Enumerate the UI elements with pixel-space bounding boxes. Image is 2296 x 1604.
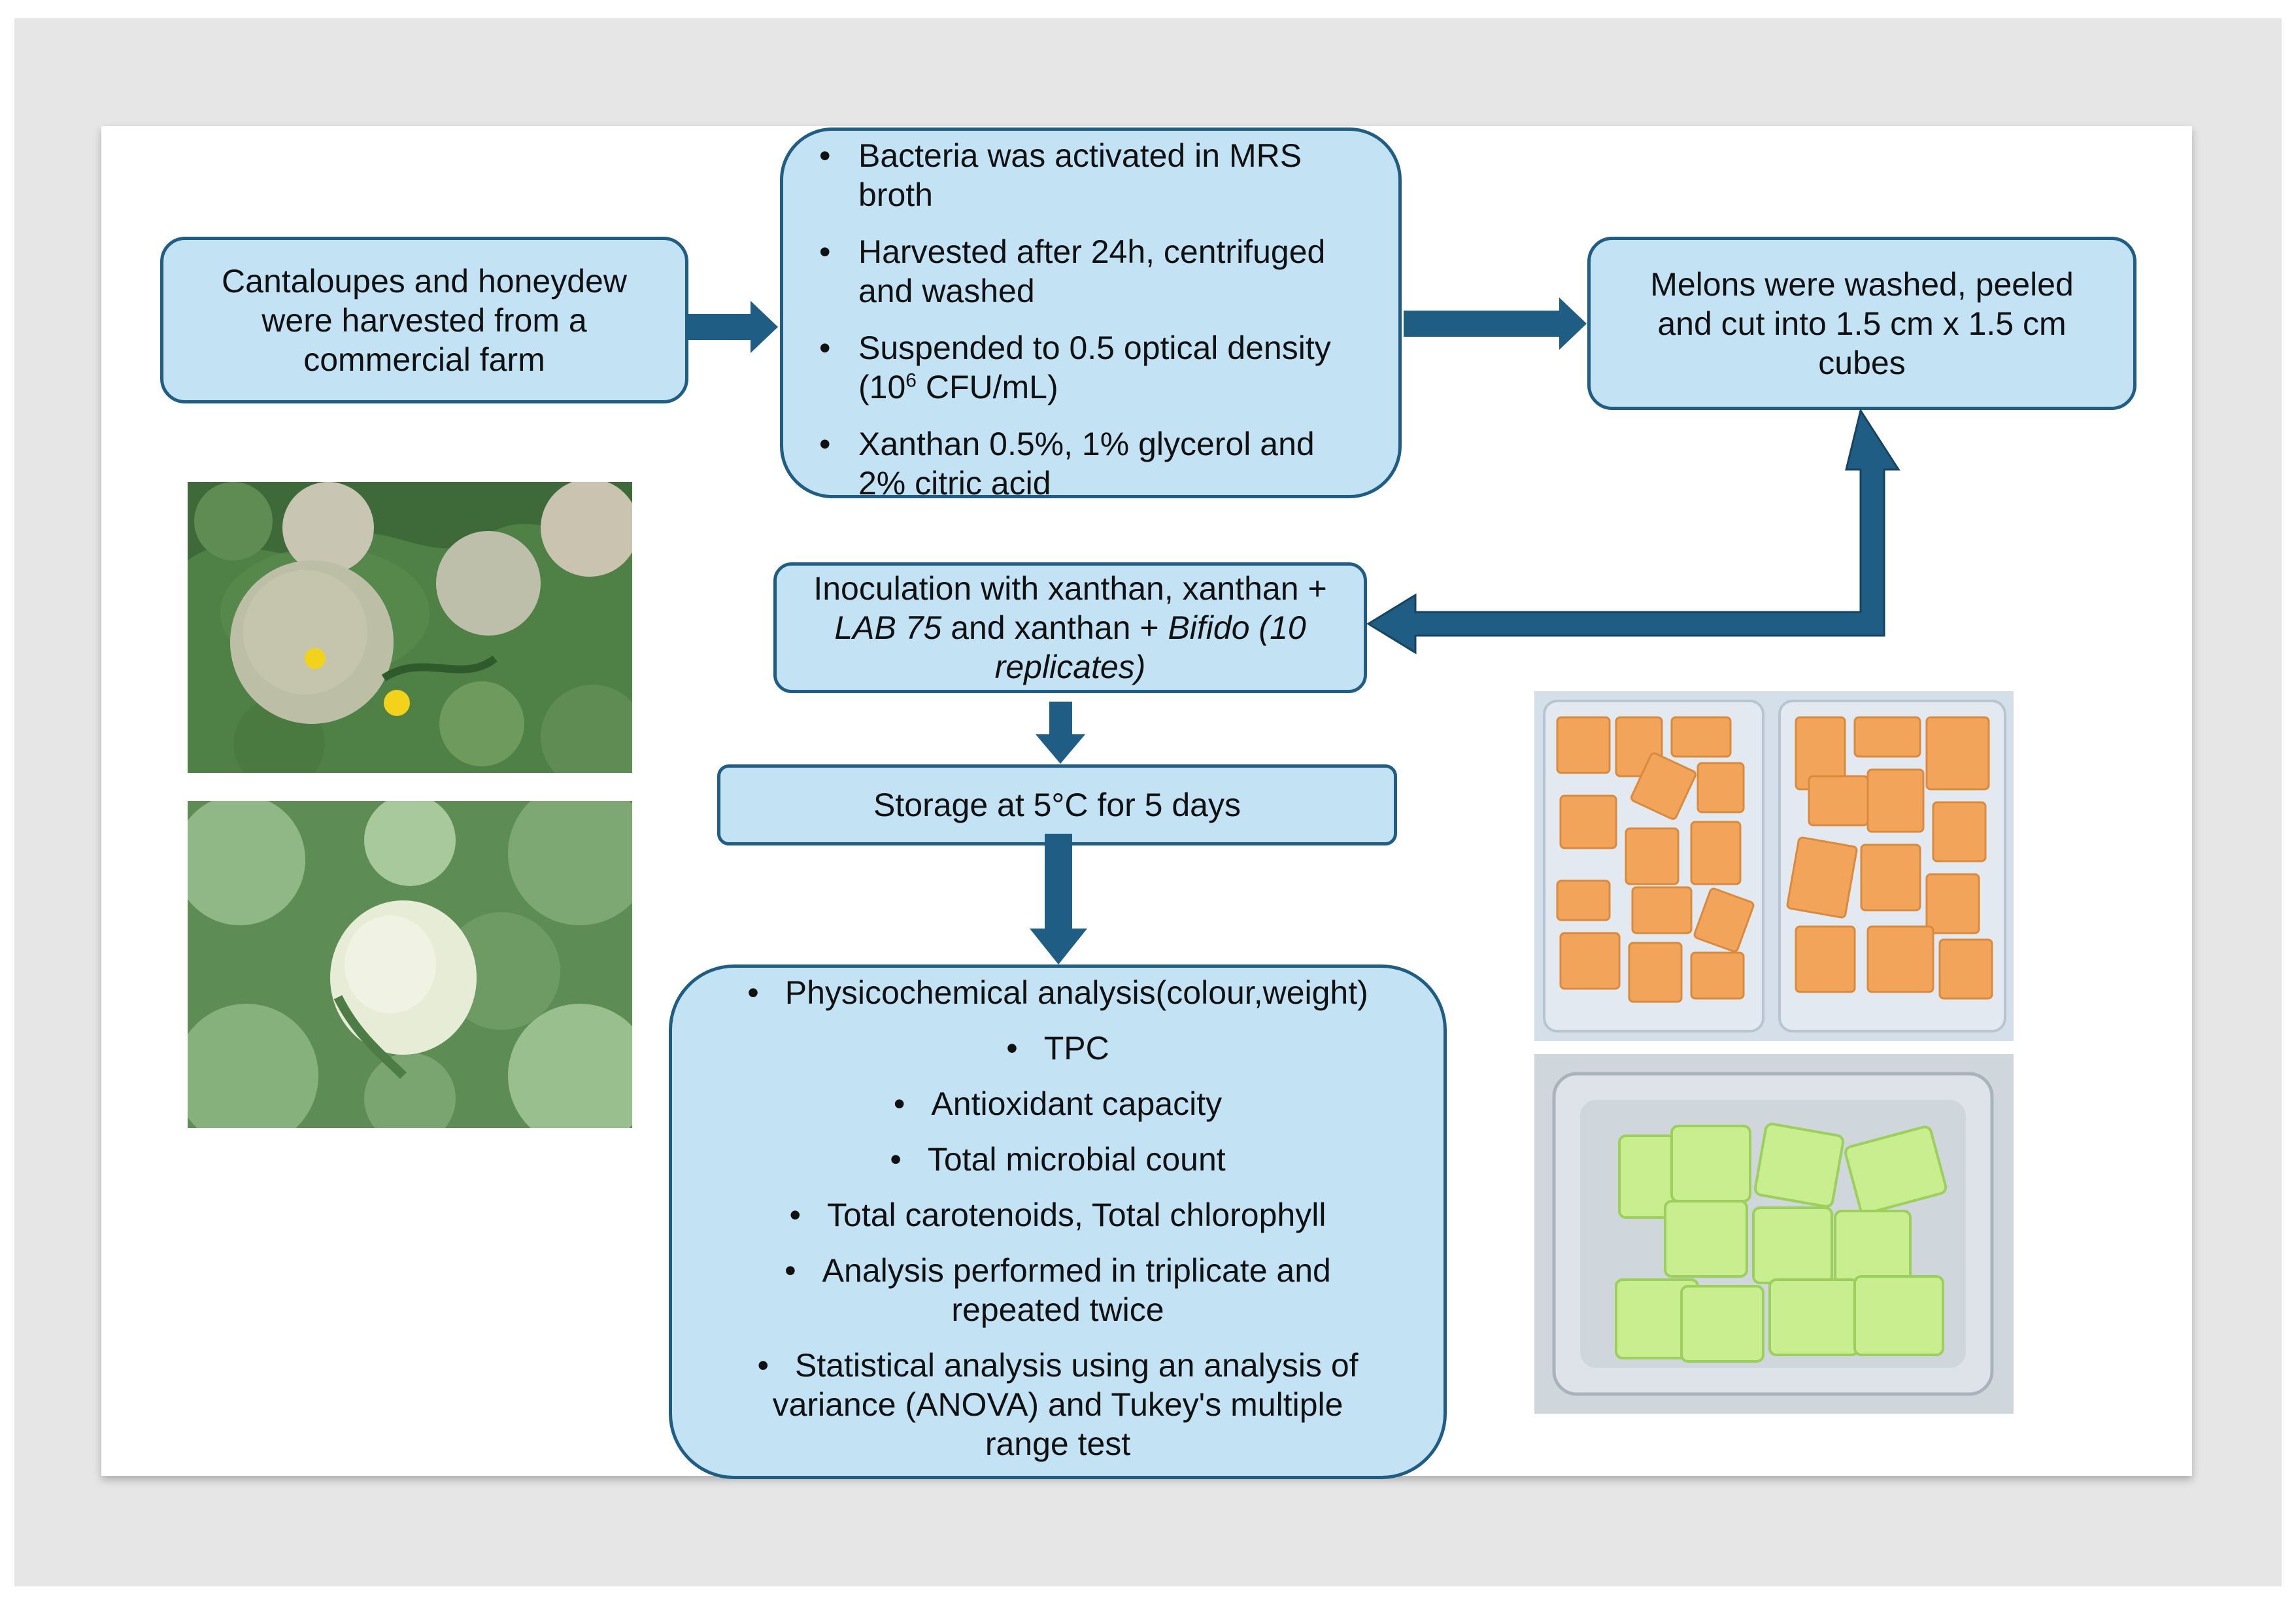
analysis-item-pigments: •Total carotenoids, Total chlorophyll — [789, 1197, 1326, 1233]
bacteria-step-harvest: Harvested after 24h, centrifuged and was… — [783, 232, 1398, 311]
honeydew-field-photo — [188, 801, 632, 1128]
bacteria-step-list: Bacteria was activated in MRS broth Harv… — [783, 136, 1398, 503]
inoculation-line-3: replicates) — [994, 649, 1146, 685]
analysis-item-statistics: •Statistical analysis using an analysis … — [757, 1347, 1359, 1462]
harvest-line-1: Cantaloupes and honeydew — [222, 262, 627, 299]
arrow-harvest-to-bacteria — [688, 301, 778, 353]
inoculation-box: Inoculation with xanthan, xanthan + LAB … — [773, 562, 1367, 693]
honeydew-cubes-photo — [1534, 1054, 2014, 1414]
bacteria-step-suspension: Suspended to 0.5 optical density (106 CF… — [783, 328, 1398, 407]
cantaloupe-cubes-photo — [1534, 691, 2014, 1041]
analysis-item-tpc: •TPC — [1006, 1030, 1109, 1066]
melon-prep-box: Melons were washed, peeled and cut into … — [1587, 237, 2136, 410]
bifido-label: Bifido (10 — [1168, 609, 1306, 646]
harvest-box: Cantaloupes and honeydew were harvested … — [160, 237, 688, 403]
storage-text: Storage at 5°C for 5 days — [873, 787, 1241, 823]
arrow-prep-to-inoculation — [1366, 408, 1900, 655]
arrow-storage-to-analysis — [1030, 834, 1087, 964]
arrow-inoculation-to-storage — [1036, 702, 1085, 764]
analysis-box: •Physicochemical analysis(colour,weight)… — [669, 964, 1447, 1479]
prep-line-2: and cut into 1.5 cm x 1.5 cm — [1657, 305, 2067, 342]
inoculation-line-1: Inoculation with xanthan, xanthan + — [813, 570, 1327, 607]
harvest-line-2: were harvested from a — [262, 301, 587, 339]
lab75-label: LAB 75 — [834, 609, 942, 646]
prep-line-3: cubes — [1818, 344, 1906, 381]
arrow-bacteria-to-prep — [1404, 298, 1587, 350]
cantaloupe-field-photo — [188, 482, 632, 773]
analysis-item-physicochemical: •Physicochemical analysis(colour,weight) — [747, 974, 1368, 1011]
prep-line-1: Melons were washed, peeled — [1650, 265, 2074, 303]
analysis-item-antioxidant: •Antioxidant capacity — [893, 1085, 1223, 1122]
bacteria-prep-box: Bacteria was activated in MRS broth Harv… — [780, 128, 1402, 502]
analysis-item-microbial: •Total microbial count — [890, 1141, 1226, 1178]
harvest-line-3: commercial farm — [303, 341, 545, 378]
inoculation-line-2: LAB 75 and xanthan + Bifido (10 — [834, 609, 1306, 646]
exponent: 6 — [905, 369, 917, 392]
bacteria-step-coating: Xanthan 0.5%, 1% glycerol and 2% citric … — [783, 424, 1398, 503]
analysis-list: •Physicochemical analysis(colour,weight)… — [672, 973, 1443, 1463]
bacteria-step-activation: Bacteria was activated in MRS broth — [783, 136, 1398, 214]
